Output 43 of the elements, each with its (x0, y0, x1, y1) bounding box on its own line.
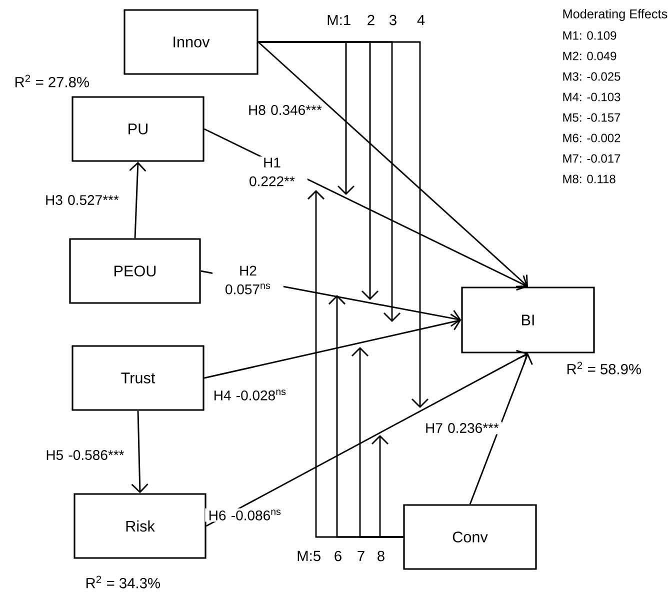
moderating-effect: M4: -0.103 (563, 92, 620, 102)
edge-label: H7 0.236*** (426, 423, 499, 433)
moderator-label: M:5 (298, 550, 320, 562)
arrow (206, 350, 528, 527)
moderator-label: 2 (368, 14, 374, 26)
edge-label: H3 0.527*** (46, 195, 119, 205)
construct-box: Trust (72, 345, 204, 411)
arrow (258, 41, 528, 288)
construct-box: Innov (124, 9, 258, 75)
moderator-label: 3 (389, 14, 396, 26)
moderator-label: 4 (417, 14, 425, 26)
edge-label: H6 -0.086$^{ns}$ (210, 510, 281, 520)
moderating-effect: M1: 0.109 (563, 31, 616, 40)
edge-label: H1 0.222** (250, 158, 295, 186)
moderating-effect: M3: -0.025 (563, 72, 620, 81)
edge-label: H2 0.057$^{ns}$ (226, 266, 270, 294)
moderator-label: 7 (358, 550, 364, 562)
edge-label: H8 0.346*** (249, 105, 322, 115)
edge-label: H4 -0.028$^{ns}$ (214, 390, 286, 400)
moderating-effect: M8: 0.118 (563, 174, 616, 184)
moderating-effect: M6: -0.002 (563, 134, 620, 142)
construct-box: PU (72, 96, 204, 162)
moderating-effect: M5: -0.157 (563, 113, 620, 122)
arrow (204, 314, 462, 379)
r-squared-label: R$^{2}$ = 27.8% (15, 74, 89, 88)
moderating-effect: M7: -0.017 (563, 154, 620, 163)
moderator-label: 8 (378, 550, 384, 562)
arrow (131, 410, 148, 494)
arrow (129, 162, 146, 238)
construct-box: Risk (74, 493, 206, 559)
moderator-label: M:1 (328, 14, 350, 26)
construct-box: PEOU (69, 238, 201, 304)
legend-heading: Moderating Effects (563, 9, 668, 21)
r-squared-label: R$^{2}$ = 34.3% (86, 576, 160, 588)
r-squared-label: R$^{2}$ = 58.9% (567, 362, 641, 374)
construct-box: Conv (403, 504, 537, 570)
moderator-arrow (371, 435, 404, 538)
arrow (469, 353, 533, 504)
moderator-arrow (258, 41, 429, 408)
construct-box: BI (461, 286, 595, 354)
moderator-label: 6 (334, 550, 342, 562)
edge-label: H5 -0.586*** (46, 450, 124, 460)
moderating-effect: M2: 0.049 (563, 52, 616, 60)
